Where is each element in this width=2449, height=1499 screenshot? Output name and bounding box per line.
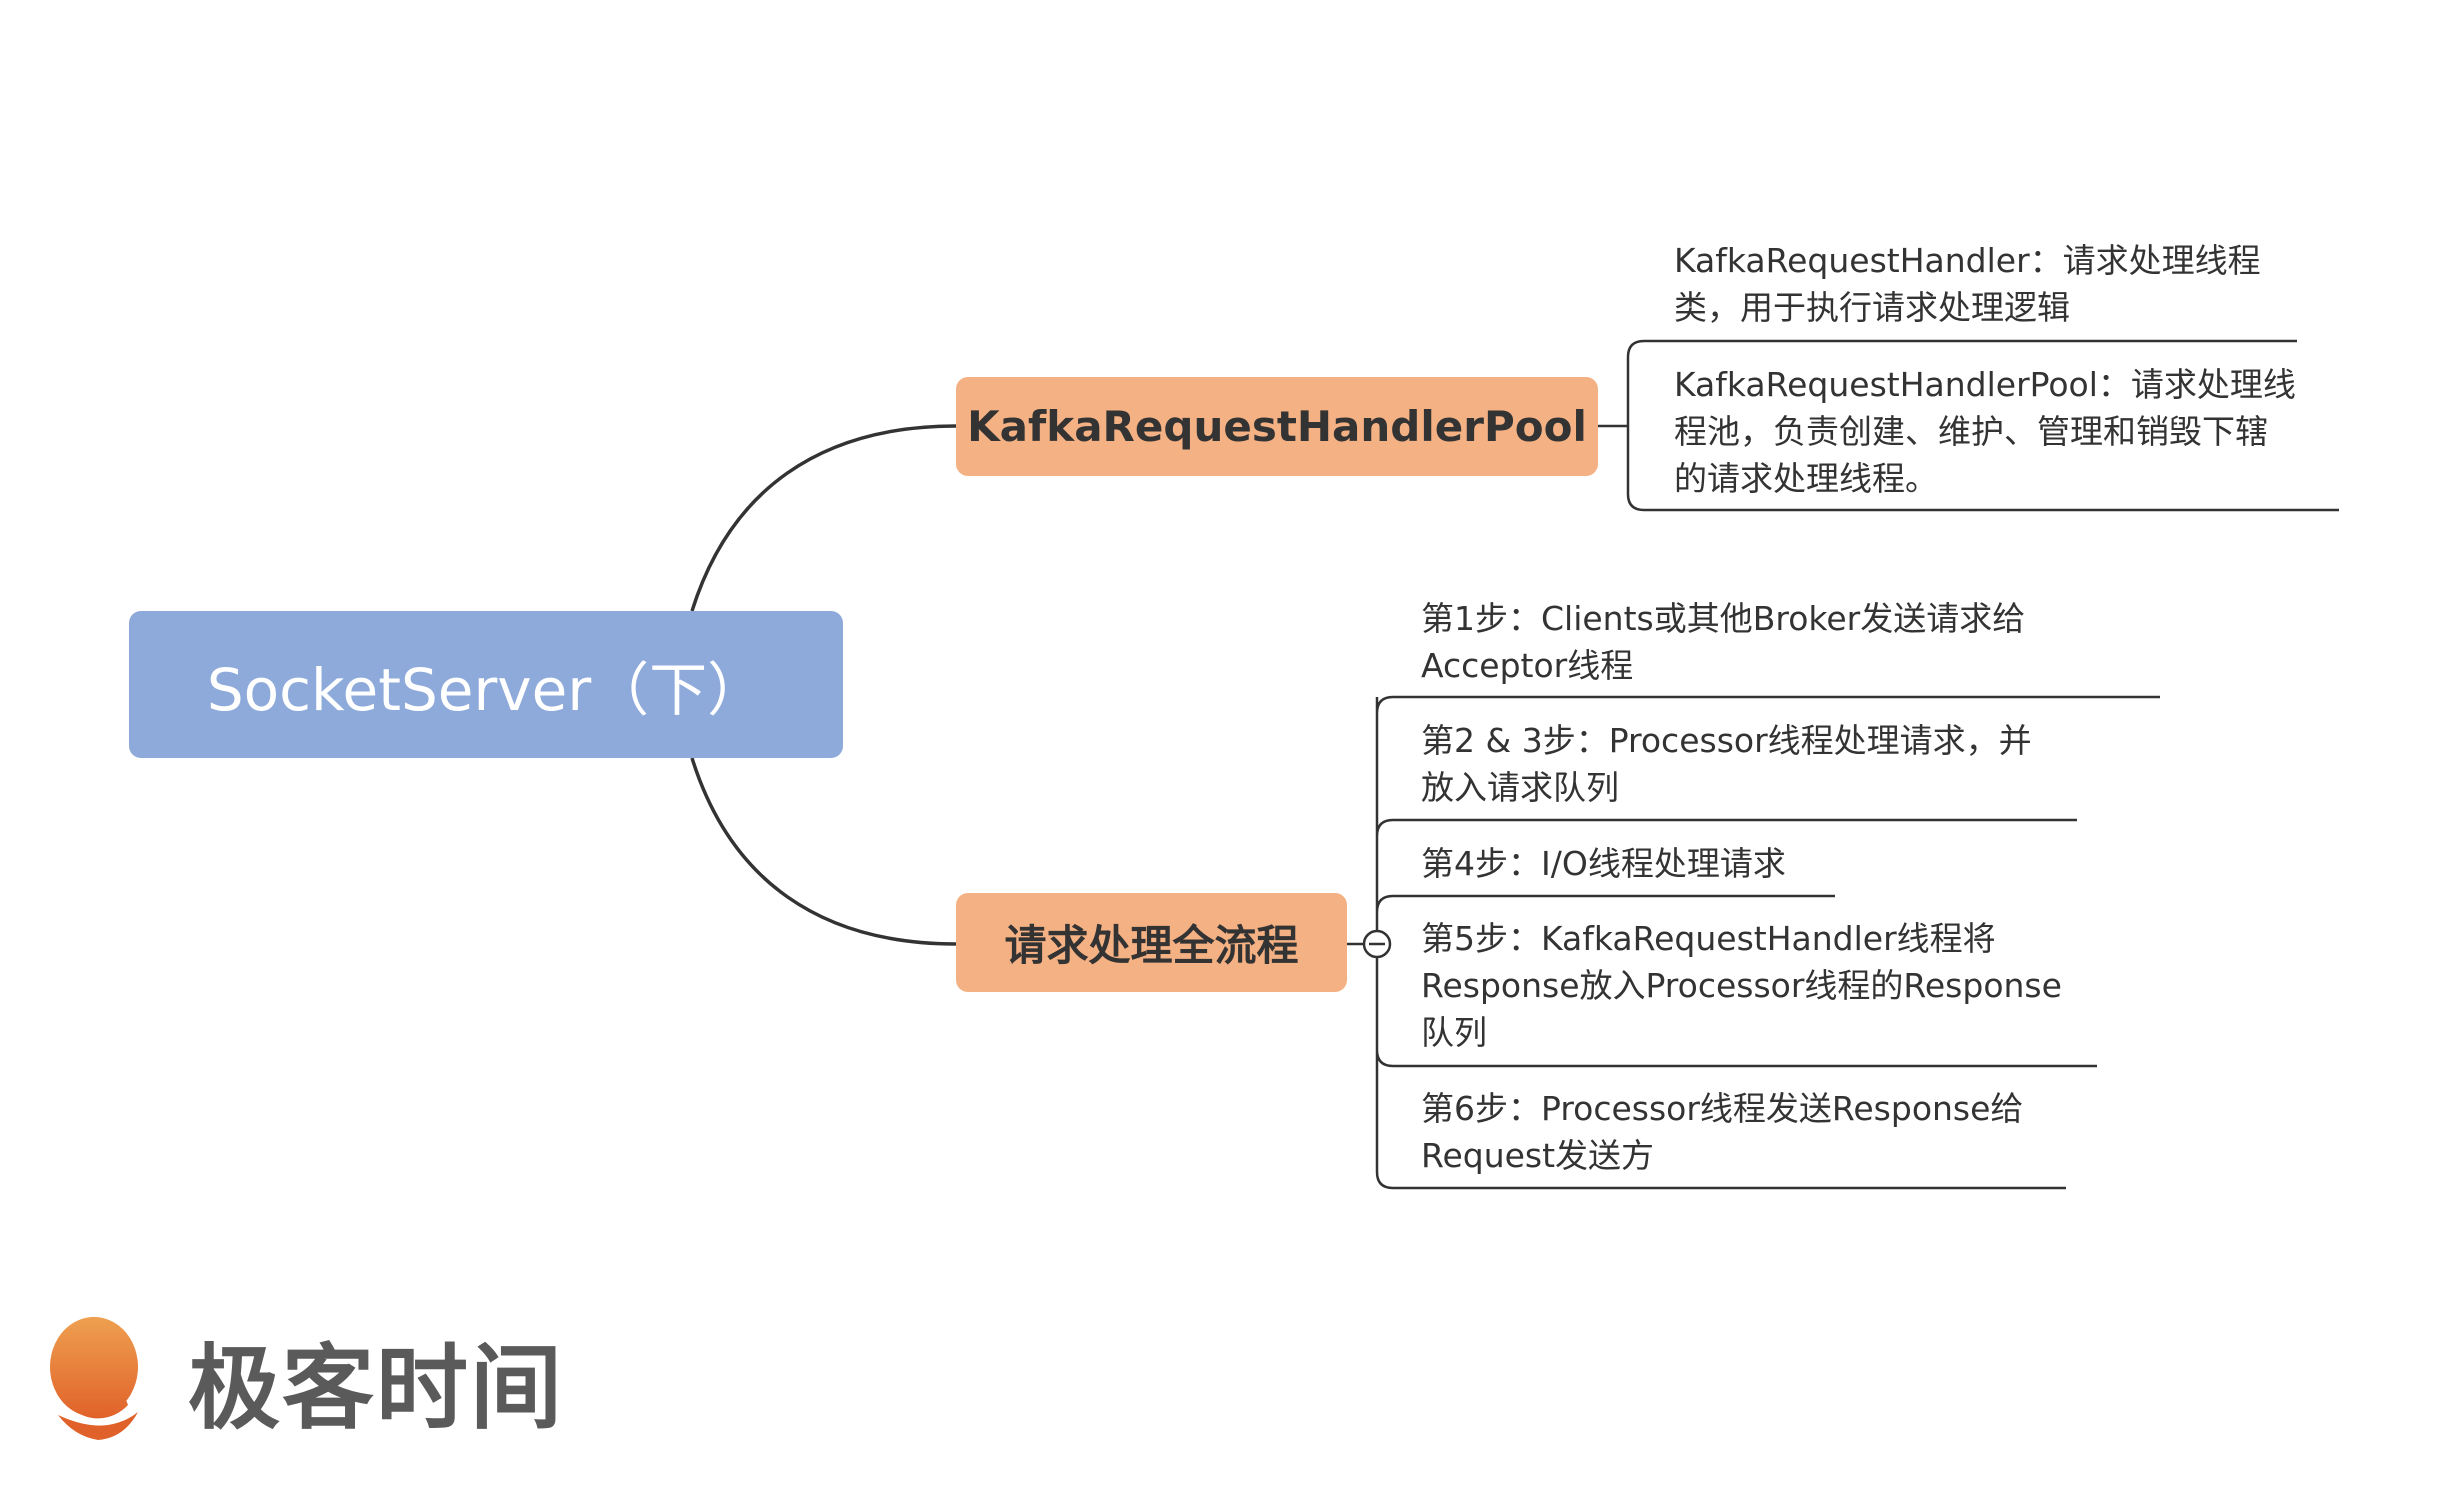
leaf-line: 第6步：Processor线程发送Response给 <box>1421 1089 2024 1128</box>
leaf-line: Response放入Processor线程的Response <box>1421 966 2062 1005</box>
link-root-to-handler-pool <box>690 424 957 612</box>
leaf-handler-pool[interactable]: KafkaRequestHandlerPool：请求处理线 程池，负责创建、维护… <box>1674 361 2296 502</box>
leaf-step-6[interactable]: 第6步：Processor线程发送Response给 Request发送方 <box>1421 1085 2023 1179</box>
leaf-line: Request发送方 <box>1421 1136 1655 1175</box>
branch-node-request-flow[interactable]: 请求处理全流程 <box>956 893 1347 992</box>
leaf-line: 第4步：I/O线程处理请求 <box>1421 844 1786 883</box>
branch-label: KafkaRequestHandlerPool <box>967 402 1587 451</box>
leaf-line: KafkaRequestHandlerPool：请求处理线 <box>1674 365 2296 404</box>
bracket-flow <box>1347 695 2160 1190</box>
logo-text: 极客时间 <box>188 1335 565 1442</box>
link-root-to-flow <box>690 757 957 946</box>
leaf-line: 队列 <box>1421 1013 1487 1052</box>
leaf-line: 程池，负责创建、维护、管理和销毁下辖 <box>1674 412 2268 451</box>
leaf-line: 类，用于执行请求处理逻辑 <box>1674 288 2070 327</box>
leaf-line: Acceptor线程 <box>1421 646 1634 685</box>
leaf-line: 第5步：KafkaRequestHandler线程将 <box>1421 919 1996 958</box>
leaf-line: 放入请求队列 <box>1421 768 1619 807</box>
collapse-toggle[interactable] <box>1362 929 1392 959</box>
logo-mark-icon <box>50 1316 138 1440</box>
geektime-logo: 极客时间 <box>40 1300 562 1442</box>
leaf-step-5[interactable]: 第5步：KafkaRequestHandler线程将 Response放入Pro… <box>1421 915 2062 1056</box>
leaf-step-2-3[interactable]: 第2 & 3步：Processor线程处理请求，并 放入请求队列 <box>1421 717 2032 811</box>
leaf-line: KafkaRequestHandler：请求处理线程 <box>1674 241 2261 280</box>
branch-node-handler-pool[interactable]: KafkaRequestHandlerPool <box>956 377 1598 476</box>
root-node[interactable]: SocketServer（下） <box>129 611 843 758</box>
leaf-line: 的请求处理线程。 <box>1674 459 1938 498</box>
leaf-line: 第1步：Clients或其他Broker发送请求给 <box>1421 599 2026 638</box>
root-label: SocketServer（下） <box>206 655 766 724</box>
leaf-step-4[interactable]: 第4步：I/O线程处理请求 <box>1421 840 1786 887</box>
leaf-handler[interactable]: KafkaRequestHandler：请求处理线程 类，用于执行请求处理逻辑 <box>1674 237 2261 331</box>
leaf-step-1[interactable]: 第1步：Clients或其他Broker发送请求给 Acceptor线程 <box>1421 595 2025 689</box>
leaf-line: 第2 & 3步：Processor线程处理请求，并 <box>1421 721 2032 760</box>
branch-label: 请求处理全流程 <box>1004 921 1299 970</box>
bracket-handler-pool <box>1598 339 2339 512</box>
